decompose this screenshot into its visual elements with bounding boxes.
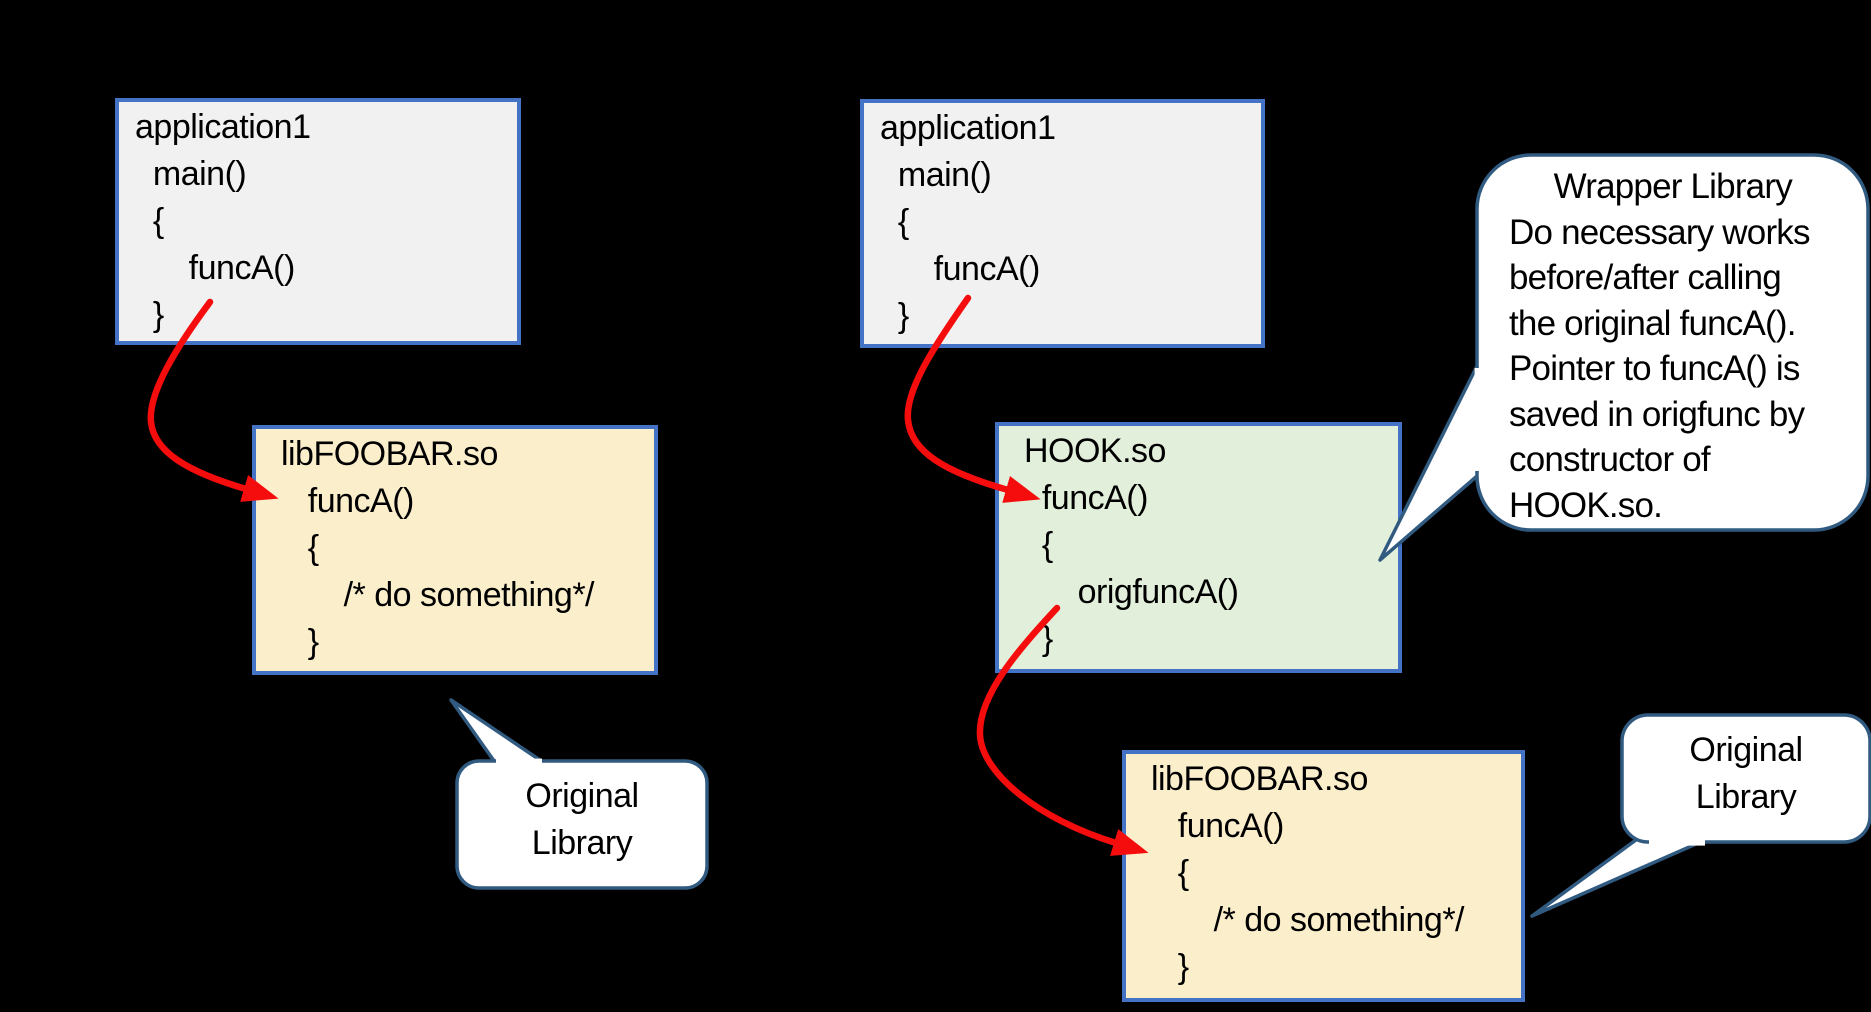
application1-box-left: application1 main() { funcA() } [115, 98, 521, 345]
hook-so-box: HOOK.so funcA() { origfuncA() } [995, 422, 1402, 673]
application1-code-right: application1 main() { funcA() } [880, 109, 1056, 335]
callout-bubble-left [455, 759, 709, 890]
call-arrow-app-to-libfoobar-icon [147, 298, 279, 502]
callout-tail-mask-left [496, 758, 542, 765]
libfoobar-code-right: libFOOBAR.so funcA() { /* do something*/… [1150, 760, 1465, 986]
callout-wrapper-library [1378, 153, 1870, 562]
application1-code-left: application1 main() { funcA() } [135, 108, 311, 334]
call-arrow-app-to-hook-icon [904, 294, 1041, 503]
libfoobar-code-left: libFOOBAR.so funcA() { /* do something*/… [280, 435, 595, 661]
hook-so-code: HOOK.so funcA() { origfuncA() } [1023, 432, 1239, 658]
callout-tail-wrapper [1378, 350, 1486, 562]
libfoobar-box-right: libFOOBAR.so funcA() { /* do something*/… [1122, 750, 1525, 1002]
callout-text-wrapper: Wrapper Library Do necessary works befor… [1509, 167, 1811, 525]
callout-bubble-wrapper [1475, 153, 1870, 532]
application1-box-right: application1 main() { funcA() } [860, 99, 1265, 348]
callout-text-original-left: Original Library [525, 777, 639, 862]
callout-tail-right [1530, 835, 1714, 918]
libfoobar-box-left: libFOOBAR.so funcA() { /* do something*/… [252, 425, 658, 675]
call-arrow-hook-to-libfoobar-icon [976, 604, 1149, 856]
callout-bubble-right [1620, 713, 1871, 844]
callout-tail-mask-right [1649, 839, 1705, 846]
callout-original-library-left [449, 698, 709, 890]
callout-original-library-right [1530, 713, 1871, 918]
callout-text-original-right: Original Library [1689, 731, 1803, 816]
callout-tail-mask-wrapper [1474, 368, 1480, 471]
